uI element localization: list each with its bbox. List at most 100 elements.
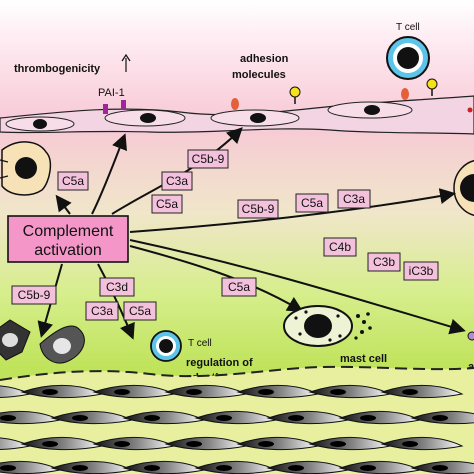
factor-box-c5b9-top: C5b-9 <box>187 149 229 169</box>
smooth-muscle-nucleus <box>216 465 232 471</box>
endothelial-cells <box>5 101 413 132</box>
smooth-muscle-nucleus <box>42 389 58 395</box>
smooth-muscle-nucleus <box>72 465 88 471</box>
smooth-muscle-nucleus <box>258 389 274 395</box>
dot <box>467 107 473 113</box>
factor-box-label: C5a <box>62 174 84 188</box>
factor-box-label: iC3b <box>409 264 434 278</box>
factor-box-label: C3a <box>343 192 365 206</box>
smooth-muscle-nucleus <box>432 415 448 421</box>
smooth-muscle-nucleus <box>360 465 376 471</box>
factor-box-rect <box>161 171 193 191</box>
factor-box-c4b: C4b <box>323 237 357 257</box>
central-label-2: activation <box>34 242 102 259</box>
smooth-muscle-nucleus <box>432 465 448 471</box>
adhesion-receptor <box>289 78 438 104</box>
regulation-label-1: regulation of <box>186 357 253 369</box>
pai1-marker <box>103 104 108 114</box>
factor-box-label: C3a <box>91 304 113 318</box>
smooth-muscle-nucleus <box>330 389 346 395</box>
factor-box-rect <box>187 149 229 169</box>
factor-box-rect <box>57 171 89 191</box>
factor-box-c3a-low: C3a <box>85 301 119 321</box>
smooth-muscle-nucleus <box>402 389 418 395</box>
factor-box-c3d: C3d <box>99 277 135 297</box>
factor-box-c3a-top: C3a <box>161 171 193 191</box>
factor-box-label: C5a <box>301 196 323 210</box>
pai1-marker <box>121 100 126 110</box>
smooth-muscle-nucleus <box>0 465 16 471</box>
factor-box-rect <box>11 285 57 305</box>
factor-box-label: C5a <box>228 280 250 294</box>
factor-box-label: C5a <box>156 197 178 211</box>
smooth-muscle-nucleus <box>42 441 58 447</box>
central-label-1: Complement <box>23 223 114 240</box>
factor-box-rect <box>403 261 439 281</box>
elastic-lamina <box>0 365 474 381</box>
smooth-muscle-nucleus <box>402 441 418 447</box>
smooth-muscle-nucleus <box>258 441 274 447</box>
factor-box-rect <box>323 237 357 257</box>
factor-box-label: C3a <box>166 174 188 188</box>
factor-box-rect <box>367 252 401 272</box>
smooth-muscle-nucleus <box>360 415 376 421</box>
partial-cell <box>467 331 474 341</box>
factor-box-rect <box>99 277 135 297</box>
smooth-muscle-cells <box>0 385 474 474</box>
factor-box-rect <box>295 193 329 213</box>
factor-box-label: C5a <box>129 304 151 318</box>
factor-box-c5a-low: C5a <box>123 301 157 321</box>
factor-box-label: C4b <box>329 240 351 254</box>
tcell-bottom-label: T cell <box>188 338 212 349</box>
tcell-bottom <box>150 330 182 362</box>
factor-box-rect <box>151 194 183 214</box>
factor-box-ic3b: iC3b <box>403 261 439 281</box>
factor-box-c5a-left: C5a <box>57 171 89 191</box>
factor-box-rect <box>237 199 279 219</box>
smooth-muscle-nucleus <box>288 465 304 471</box>
factor-box-label: C5b-9 <box>18 288 51 302</box>
adhesion-molecule <box>231 98 239 110</box>
tcell-top-label: T cell <box>396 22 420 33</box>
factor-box-c5b9-mid: C5b-9 <box>237 199 279 219</box>
factor-box-c5b9-low: C5b-9 <box>11 285 57 305</box>
smooth-muscle-nucleus <box>0 415 16 421</box>
adhesion-label-2: molecules <box>232 69 286 81</box>
thrombogenicity-label: thrombogenicity <box>14 63 101 75</box>
smooth-muscle-nucleus <box>186 441 202 447</box>
smooth-muscle-cell <box>380 437 464 451</box>
smooth-muscle-nucleus <box>186 389 202 395</box>
mast-label-1: mast cell <box>340 353 387 365</box>
smooth-muscle-nucleus <box>72 415 88 421</box>
pai1-label: PAI-1 <box>98 87 125 99</box>
factor-box-rect <box>85 301 119 321</box>
factor-box-c3b: C3b <box>367 252 401 272</box>
factor-box-label: C3b <box>373 255 395 269</box>
smooth-muscle-nucleus <box>114 389 130 395</box>
smooth-muscle-nucleus <box>330 441 346 447</box>
smooth-muscle-nucleus <box>114 441 130 447</box>
smooth-muscle-nucleus <box>144 465 160 471</box>
cell-right <box>453 159 474 217</box>
smooth-muscle-cell <box>380 385 464 399</box>
factor-box-c5a-mid: C5a <box>295 193 329 213</box>
mast-cell <box>283 305 372 347</box>
factor-box-rect <box>123 301 157 321</box>
smooth-muscle-nucleus <box>216 415 232 421</box>
complement-activation-box <box>7 215 129 263</box>
partial-label: a <box>468 361 474 373</box>
macrophage-left <box>0 141 52 196</box>
factor-box-c3a-mid: C3a <box>337 189 371 209</box>
factor-box-c5a-top: C5a <box>151 194 183 214</box>
lower-left-cells <box>0 319 85 364</box>
up-arrow-icon <box>121 53 131 72</box>
factor-box-c5a-right-low: C5a <box>221 277 257 297</box>
tcell-top <box>386 36 430 80</box>
adhesion-molecule <box>401 88 409 100</box>
factor-box-rect <box>221 277 257 297</box>
factor-box-label: C5b-9 <box>242 202 275 216</box>
factor-box-label: C5b-9 <box>192 152 225 166</box>
